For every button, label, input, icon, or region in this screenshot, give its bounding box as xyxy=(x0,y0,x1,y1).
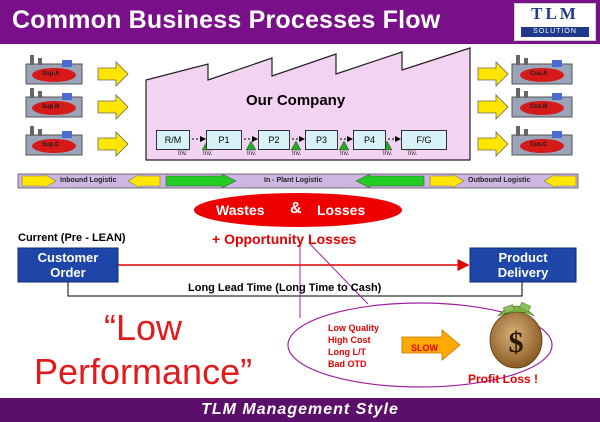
supplier-factory-a xyxy=(25,55,83,85)
process-step-p1: P1 xyxy=(206,130,242,150)
footer-title: TLM Management Style xyxy=(201,401,399,418)
customer-arrow-b xyxy=(477,94,509,120)
money-bag-icon: $ xyxy=(489,301,543,369)
company-title: Our Company xyxy=(246,92,346,109)
slow-label: SLOW xyxy=(411,343,438,353)
supplier-factory-b xyxy=(25,88,83,118)
supplier-label-b: Sup.B xyxy=(42,104,60,110)
inplant-logistic-label: In - Plant Logistic xyxy=(264,177,323,184)
inventory-label-7: Inv. xyxy=(408,151,418,157)
inventory-triangle-4 xyxy=(290,140,302,151)
customer-order-text-2: Order xyxy=(50,265,86,280)
low-performance-line-2: Performance” xyxy=(34,351,253,392)
customer-arrow-c xyxy=(477,131,509,157)
inventory-label-5: Inv. xyxy=(340,151,350,157)
customer-factory-a xyxy=(511,55,573,85)
customer-order-text-1: Customer xyxy=(37,250,99,265)
slow-arrow xyxy=(401,329,461,361)
inbound-arrow-left xyxy=(127,173,161,189)
supplier-arrow-b xyxy=(97,94,129,120)
opportunity-losses-label: + Opportunity Losses xyxy=(212,231,357,247)
tlm-logo: TLM SOLUTION xyxy=(514,3,596,41)
svg-text:$: $ xyxy=(509,326,524,359)
wastes-label: Wastes xyxy=(216,202,265,218)
product-delivery-text-1: Product xyxy=(498,250,548,265)
inplant-arrow-left xyxy=(355,173,425,189)
supplier-arrow-a xyxy=(97,61,129,87)
wastes-losses-ellipse xyxy=(194,193,402,227)
product-delivery-text-2: Delivery xyxy=(497,265,549,280)
inbound-arrow-right xyxy=(21,173,57,189)
inplant-arrow-right xyxy=(165,173,237,189)
customer-factory-c xyxy=(511,126,573,156)
page-title: Common Business Processes Flow xyxy=(12,6,441,34)
product-delivery-box xyxy=(469,247,577,283)
process-step-p3: P3 xyxy=(305,130,338,150)
logo-sub-text: SOLUTION xyxy=(521,27,589,37)
process-step-rm: R/M xyxy=(156,130,190,150)
low-performance-line-1: “Low xyxy=(104,307,183,348)
outbound-arrow-left xyxy=(543,173,577,189)
inventory-label-6: Inv. xyxy=(383,151,393,157)
inventory-triangle-5 xyxy=(338,140,350,151)
logo-main-text: TLM xyxy=(531,4,579,23)
customer-label-b: Cus.B xyxy=(530,104,548,110)
inventory-label-2: Inv. xyxy=(203,151,213,157)
issue-bad-otd: Bad OTD xyxy=(328,359,367,369)
header-bar: Common Business Processes Flow TLM SOLUT… xyxy=(0,0,600,44)
inventory-label-4: Inv. xyxy=(292,151,302,157)
supplier-label-c: Sup.C xyxy=(42,142,60,148)
customer-arrow-a xyxy=(477,61,509,87)
current-pre-lean-label: Current (Pre - LEAN) xyxy=(18,232,126,244)
supplier-factory-c xyxy=(25,126,83,156)
customer-factory-b xyxy=(511,88,573,118)
supplier-label-a: Sup.A xyxy=(42,71,60,77)
supplier-arrow-c xyxy=(97,131,129,157)
lead-time-label: Long Lead Time (Long Time to Cash) xyxy=(188,282,382,294)
outbound-logistic-label: Outbound Logistic xyxy=(468,177,531,184)
customer-order-box xyxy=(17,247,119,283)
process-step-p2: P2 xyxy=(258,130,290,150)
profit-loss-label: Profit Loss ! xyxy=(468,372,539,386)
issue-long-lt: Long L/T xyxy=(328,347,366,357)
inventory-label-1: Inv. xyxy=(178,151,188,157)
footer-bar: TLM Management Style xyxy=(0,398,600,422)
ampersand-label: & xyxy=(290,200,302,217)
process-step-p4: P4 xyxy=(353,130,386,150)
losses-label: Losses xyxy=(317,202,366,218)
outbound-arrow-right xyxy=(429,173,465,189)
process-step-fg: F/G xyxy=(401,130,447,150)
inbound-logistic-label: Inbound Logistic xyxy=(60,177,117,184)
customer-label-c: Cus.C xyxy=(530,142,548,148)
customer-label-a: Cus.A xyxy=(530,71,548,77)
inventory-label-3: Inv. xyxy=(247,151,257,157)
issue-high-cost: High Cost xyxy=(328,335,371,345)
issue-low-quality: Low Quality xyxy=(328,323,380,333)
lead-time-bracket xyxy=(67,282,523,297)
inventory-triangle-3 xyxy=(245,140,257,151)
